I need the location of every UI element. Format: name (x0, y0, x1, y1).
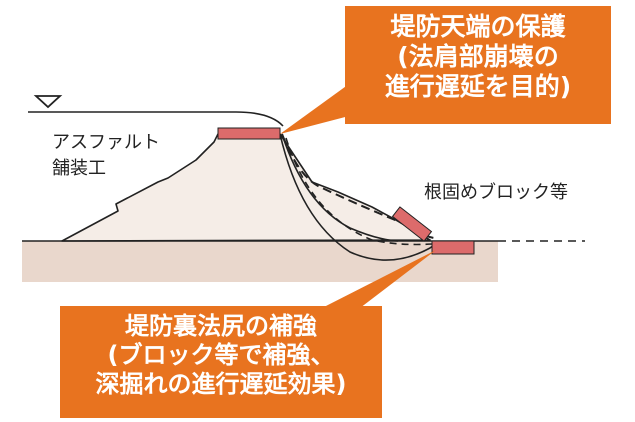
water-level-triangle-icon (33, 95, 63, 109)
slope-block (391, 206, 433, 242)
asphalt-label-line2: 舗装工 (52, 158, 106, 179)
foot-protection-block (431, 240, 475, 255)
callout-top-title: 堤防天端の保護 (390, 12, 566, 41)
callout-bottom-pointer (322, 250, 436, 308)
erosion-line-3 (279, 133, 439, 261)
asphalt-label-line1: アスファルト (52, 132, 160, 153)
callout-top-line3: 進行遅延を目的) (384, 72, 572, 101)
erosion-dashed-line-4 (285, 137, 433, 246)
foot-block-label: 根固めブロック等 (424, 182, 568, 203)
callout-top-line2: (法肩部崩壊の (397, 42, 559, 71)
callout-top-pointer (280, 84, 349, 134)
water-level-line (28, 111, 284, 127)
callout-bottom-line3: 深掘れの進行遅延効果) (95, 369, 347, 398)
erosion-line-2 (281, 133, 399, 242)
callout-bottom-title: 堤防裏法尻の補強 (125, 312, 317, 340)
ground-layer (22, 241, 498, 282)
callout-toe-reinforcement: 堤防裏法尻の補強 (ブロック等で補強、 深掘れの進行遅延効果) (60, 306, 382, 418)
asphalt-pavement (217, 127, 281, 140)
callout-bottom-line2: (ブロック等で補強、 (107, 340, 335, 369)
callout-crest-protection: 堤防天端の保護 (法肩部崩壊の 進行遅延を目的) (345, 6, 611, 124)
